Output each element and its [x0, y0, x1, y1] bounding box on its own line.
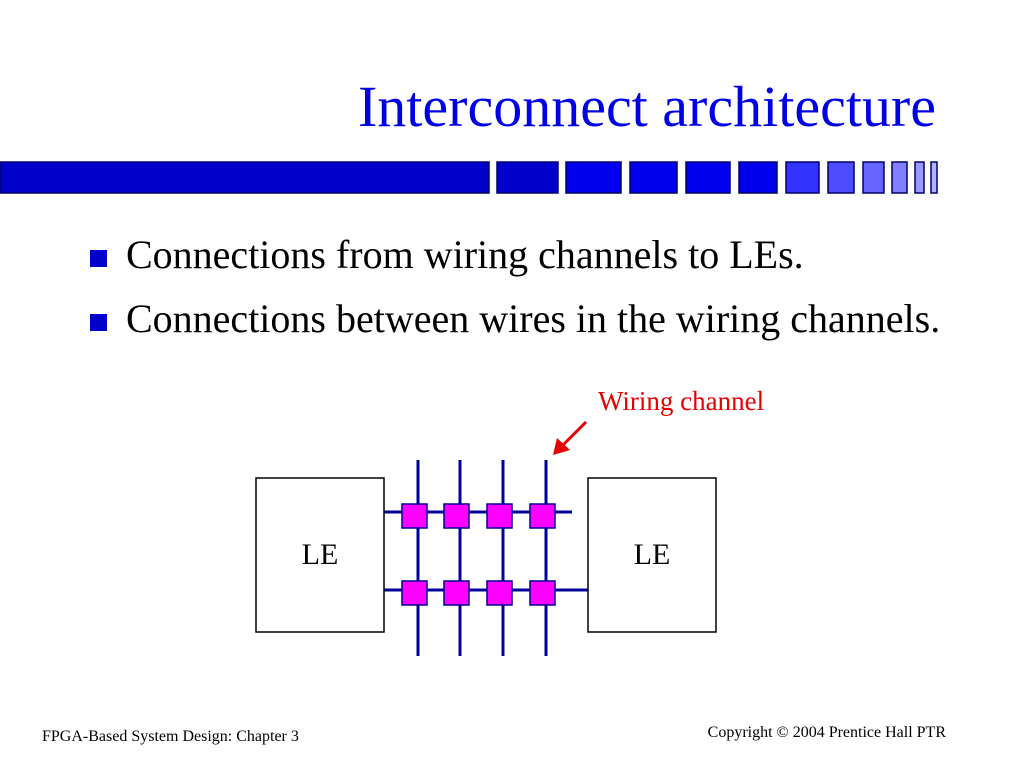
bullet-text: Connections between wires in the wiring … [126, 296, 941, 341]
bar-segment [685, 161, 731, 194]
switch-box [401, 503, 428, 529]
slide-title: Interconnect architecture [357, 74, 936, 139]
logic-element-right-label: LE [633, 538, 671, 571]
switch-box [443, 503, 470, 529]
square-bullet-icon [90, 314, 107, 331]
bar-segment [930, 161, 938, 194]
switch-box [443, 580, 470, 606]
switch-box [529, 503, 556, 529]
footer-copyright: Copyright © 2004 Prentice Hall PTR [707, 724, 946, 741]
switch-box [529, 580, 556, 606]
switch-box [401, 580, 428, 606]
callout-arrow [560, 420, 588, 448]
switch-box [486, 503, 513, 529]
bar-segment [565, 161, 622, 194]
bar-segment [827, 161, 855, 194]
bullet-text: Connections from wiring channels to LEs. [126, 232, 804, 277]
callout-arrowhead [553, 438, 570, 455]
bullet-list: Connections from wiring channels to LEs.… [86, 232, 946, 360]
footer-chapter: FPGA-Based System Design: Chapter 3 [42, 728, 299, 745]
decorative-bar-strip [0, 161, 938, 194]
bar-segment [891, 161, 908, 194]
bar-segment [738, 161, 778, 194]
bullet-item: Connections between wires in the wiring … [86, 296, 946, 342]
bar-segment [0, 161, 490, 194]
bar-segment [862, 161, 885, 194]
wiring-channel-callout: Wiring channel [598, 386, 765, 416]
switch-box [486, 580, 513, 606]
logic-element-left-label: LE [301, 538, 339, 571]
square-bullet-icon [90, 250, 107, 267]
bar-segment [785, 161, 820, 194]
bar-segment [629, 161, 678, 194]
bullet-item: Connections from wiring channels to LEs. [86, 232, 946, 278]
bar-segment [496, 161, 559, 194]
bar-segment [914, 161, 925, 194]
